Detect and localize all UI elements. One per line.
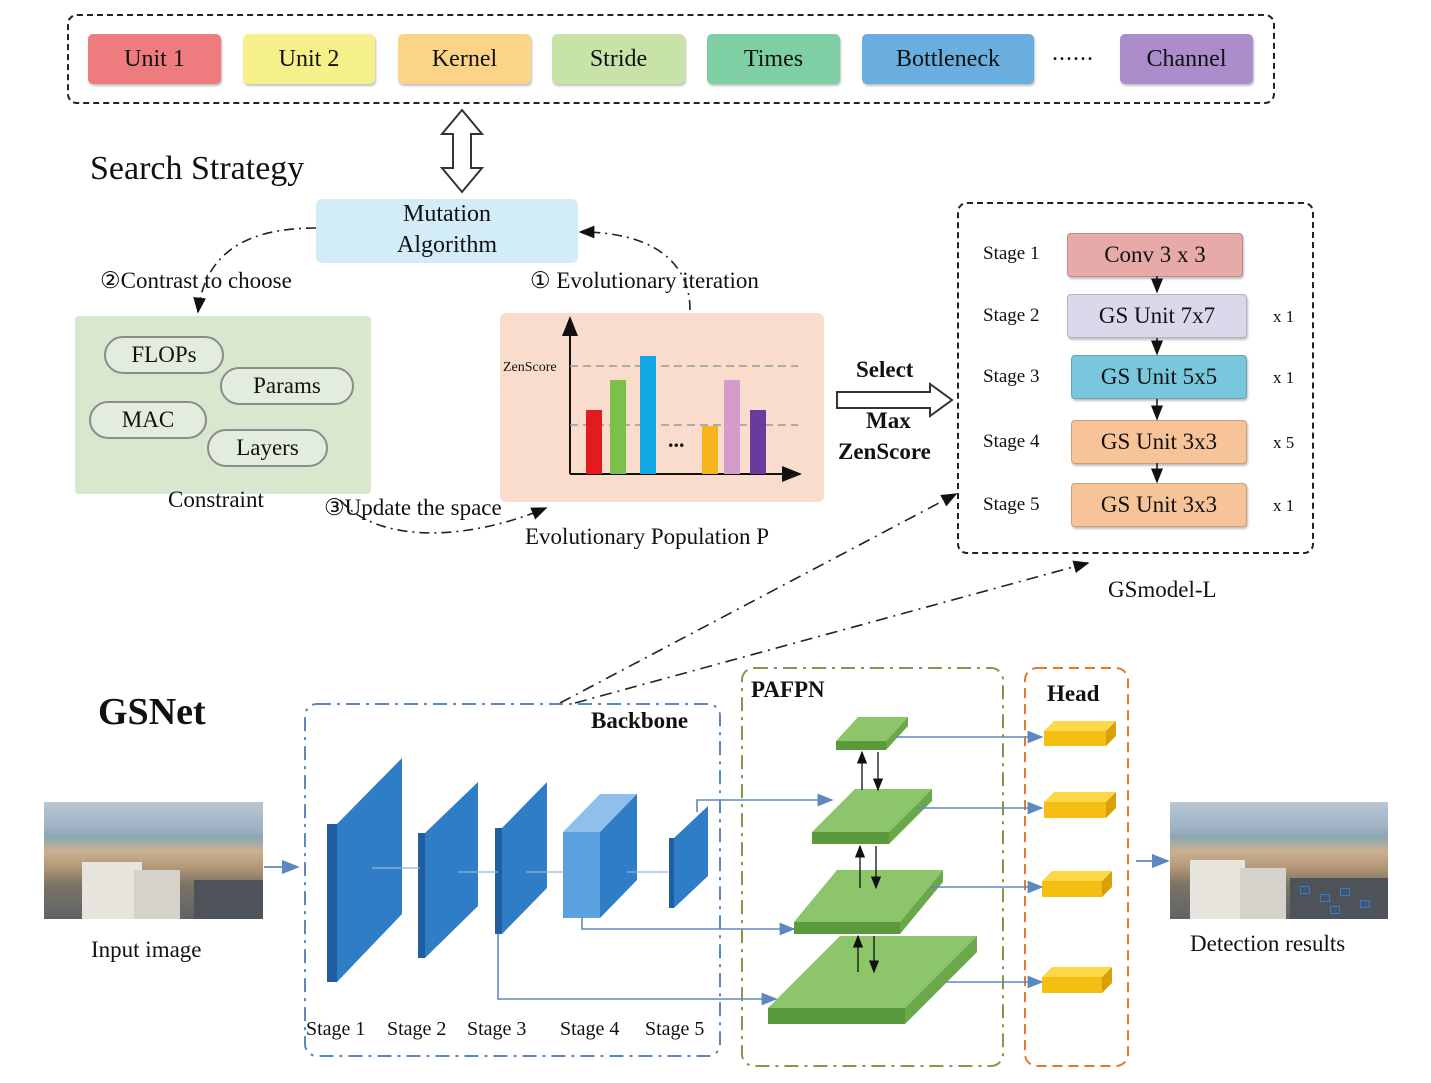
- gsmodel-stage-label-1: Stage 1: [983, 243, 1040, 264]
- select-label: Select: [856, 357, 914, 382]
- gsmodel-title: GSmodel-L: [1108, 577, 1217, 602]
- backbone-frame: [304, 703, 721, 1057]
- mutation-line2: Algorithm: [397, 232, 497, 258]
- search-space-unit-6: Bottleneck: [862, 34, 1034, 84]
- backbone-blocks: [327, 758, 708, 982]
- bar-ellipsis: ...: [668, 427, 685, 452]
- head-label: Head: [1047, 681, 1100, 706]
- bar-cyan: [640, 356, 656, 474]
- update-arrow: [339, 499, 548, 534]
- backbone-stage-label-5: Stage 5: [645, 1018, 705, 1040]
- constraint-layers: Layers: [207, 429, 328, 467]
- max-label: Max: [866, 408, 911, 433]
- gsmodel-stage-multiplier-4: x 5: [1273, 433, 1295, 452]
- bar-pink: [724, 380, 740, 474]
- pafpn-label: PAFPN: [751, 677, 825, 702]
- backbone-to-gsmodel-arrow-2: [574, 560, 1090, 704]
- pafpn-frame: [741, 667, 1004, 1067]
- zenscore-axis-label: ZenScore: [503, 360, 557, 375]
- search-strategy-title: Search Strategy: [90, 150, 305, 187]
- search-space-unit-2: Unit 2: [243, 34, 375, 84]
- pafpn-slabs: [768, 717, 977, 1024]
- gsmodel-stage-label-5: Stage 5: [983, 494, 1040, 515]
- head-frame: [1024, 667, 1129, 1067]
- gsmodel-stage-block-3: GS Unit 5x5: [1071, 355, 1247, 399]
- search-space-unit-1: Unit 1: [88, 34, 221, 84]
- evolutionary-arrow: [578, 225, 691, 311]
- gsmodel-stage-block-4: GS Unit 3x3: [1071, 420, 1247, 464]
- gsmodel-stage-multiplier-5: x 1: [1273, 496, 1295, 515]
- gsmodel-stage-block-2: GS Unit 7x7: [1067, 294, 1247, 338]
- gsmodel-stage-label-4: Stage 4: [983, 431, 1040, 452]
- detection-results-image: [1170, 802, 1388, 919]
- population-panel: [500, 313, 824, 502]
- gsmodel-stage-multiplier-2: x 1: [1273, 307, 1295, 326]
- update-space-label: ③Update the space: [324, 495, 502, 520]
- input-image-label: Input image: [91, 937, 202, 962]
- bar-green: [610, 380, 626, 474]
- search-space-unit-4: Stride: [552, 34, 685, 84]
- backbone-stage-label-2: Stage 2: [387, 1018, 447, 1040]
- backbone-stage-label-1: Stage 1: [306, 1018, 366, 1040]
- head-blocks: [1042, 721, 1116, 993]
- search-space-ellipsis: ......: [1052, 40, 1094, 66]
- mutation-algorithm-box: Mutation Algorithm: [316, 199, 578, 263]
- population-bar-chart: [562, 316, 802, 482]
- detection-results-label: Detection results: [1190, 931, 1346, 956]
- gsmodel-stage-label-3: Stage 3: [983, 366, 1040, 387]
- gsnet-title: GSNet: [98, 691, 206, 733]
- backbone-stage-label-4: Stage 4: [560, 1018, 620, 1040]
- bar-red: [586, 410, 602, 474]
- evolutionary-iteration-label: ① Evolutionary iteration: [530, 268, 759, 293]
- double-arrow-icon: [439, 108, 485, 194]
- backbone-stage-label-3: Stage 3: [467, 1018, 527, 1040]
- contrast-label: ②Contrast to choose: [100, 268, 292, 293]
- gsmodel-stage-label-2: Stage 2: [983, 305, 1040, 326]
- contrast-arrow: [193, 227, 317, 314]
- constraint-label: Constraint: [168, 487, 264, 512]
- gsmodel-frame: [957, 202, 1314, 554]
- gsmodel-stage-multiplier-3: x 1: [1273, 368, 1295, 387]
- bar-orange: [702, 426, 718, 474]
- population-label: Evolutionary Population P: [525, 524, 770, 549]
- gsmodel-stage-block-5: GS Unit 3x3: [1071, 483, 1247, 527]
- max-zenscore-label: ZenScore: [838, 439, 931, 464]
- search-space-unit-7: Channel: [1120, 34, 1253, 84]
- search-space-frame: [67, 14, 1275, 104]
- search-space-unit-5: Times: [707, 34, 840, 84]
- constraint-params: Params: [220, 367, 354, 405]
- constraint-flops: FLOPs: [104, 336, 224, 374]
- backbone-to-gsmodel-arrow-1: [559, 493, 958, 704]
- backbone-label: Backbone: [591, 708, 689, 733]
- bar-purple: [750, 410, 766, 474]
- input-image: [44, 802, 263, 919]
- constraint-mac: MAC: [89, 401, 207, 439]
- select-arrow-icon: [836, 382, 954, 418]
- mutation-line1: Mutation: [403, 201, 491, 227]
- search-space-unit-3: Kernel: [398, 34, 531, 84]
- gsmodel-stage-block-1: Conv 3 x 3: [1067, 233, 1243, 277]
